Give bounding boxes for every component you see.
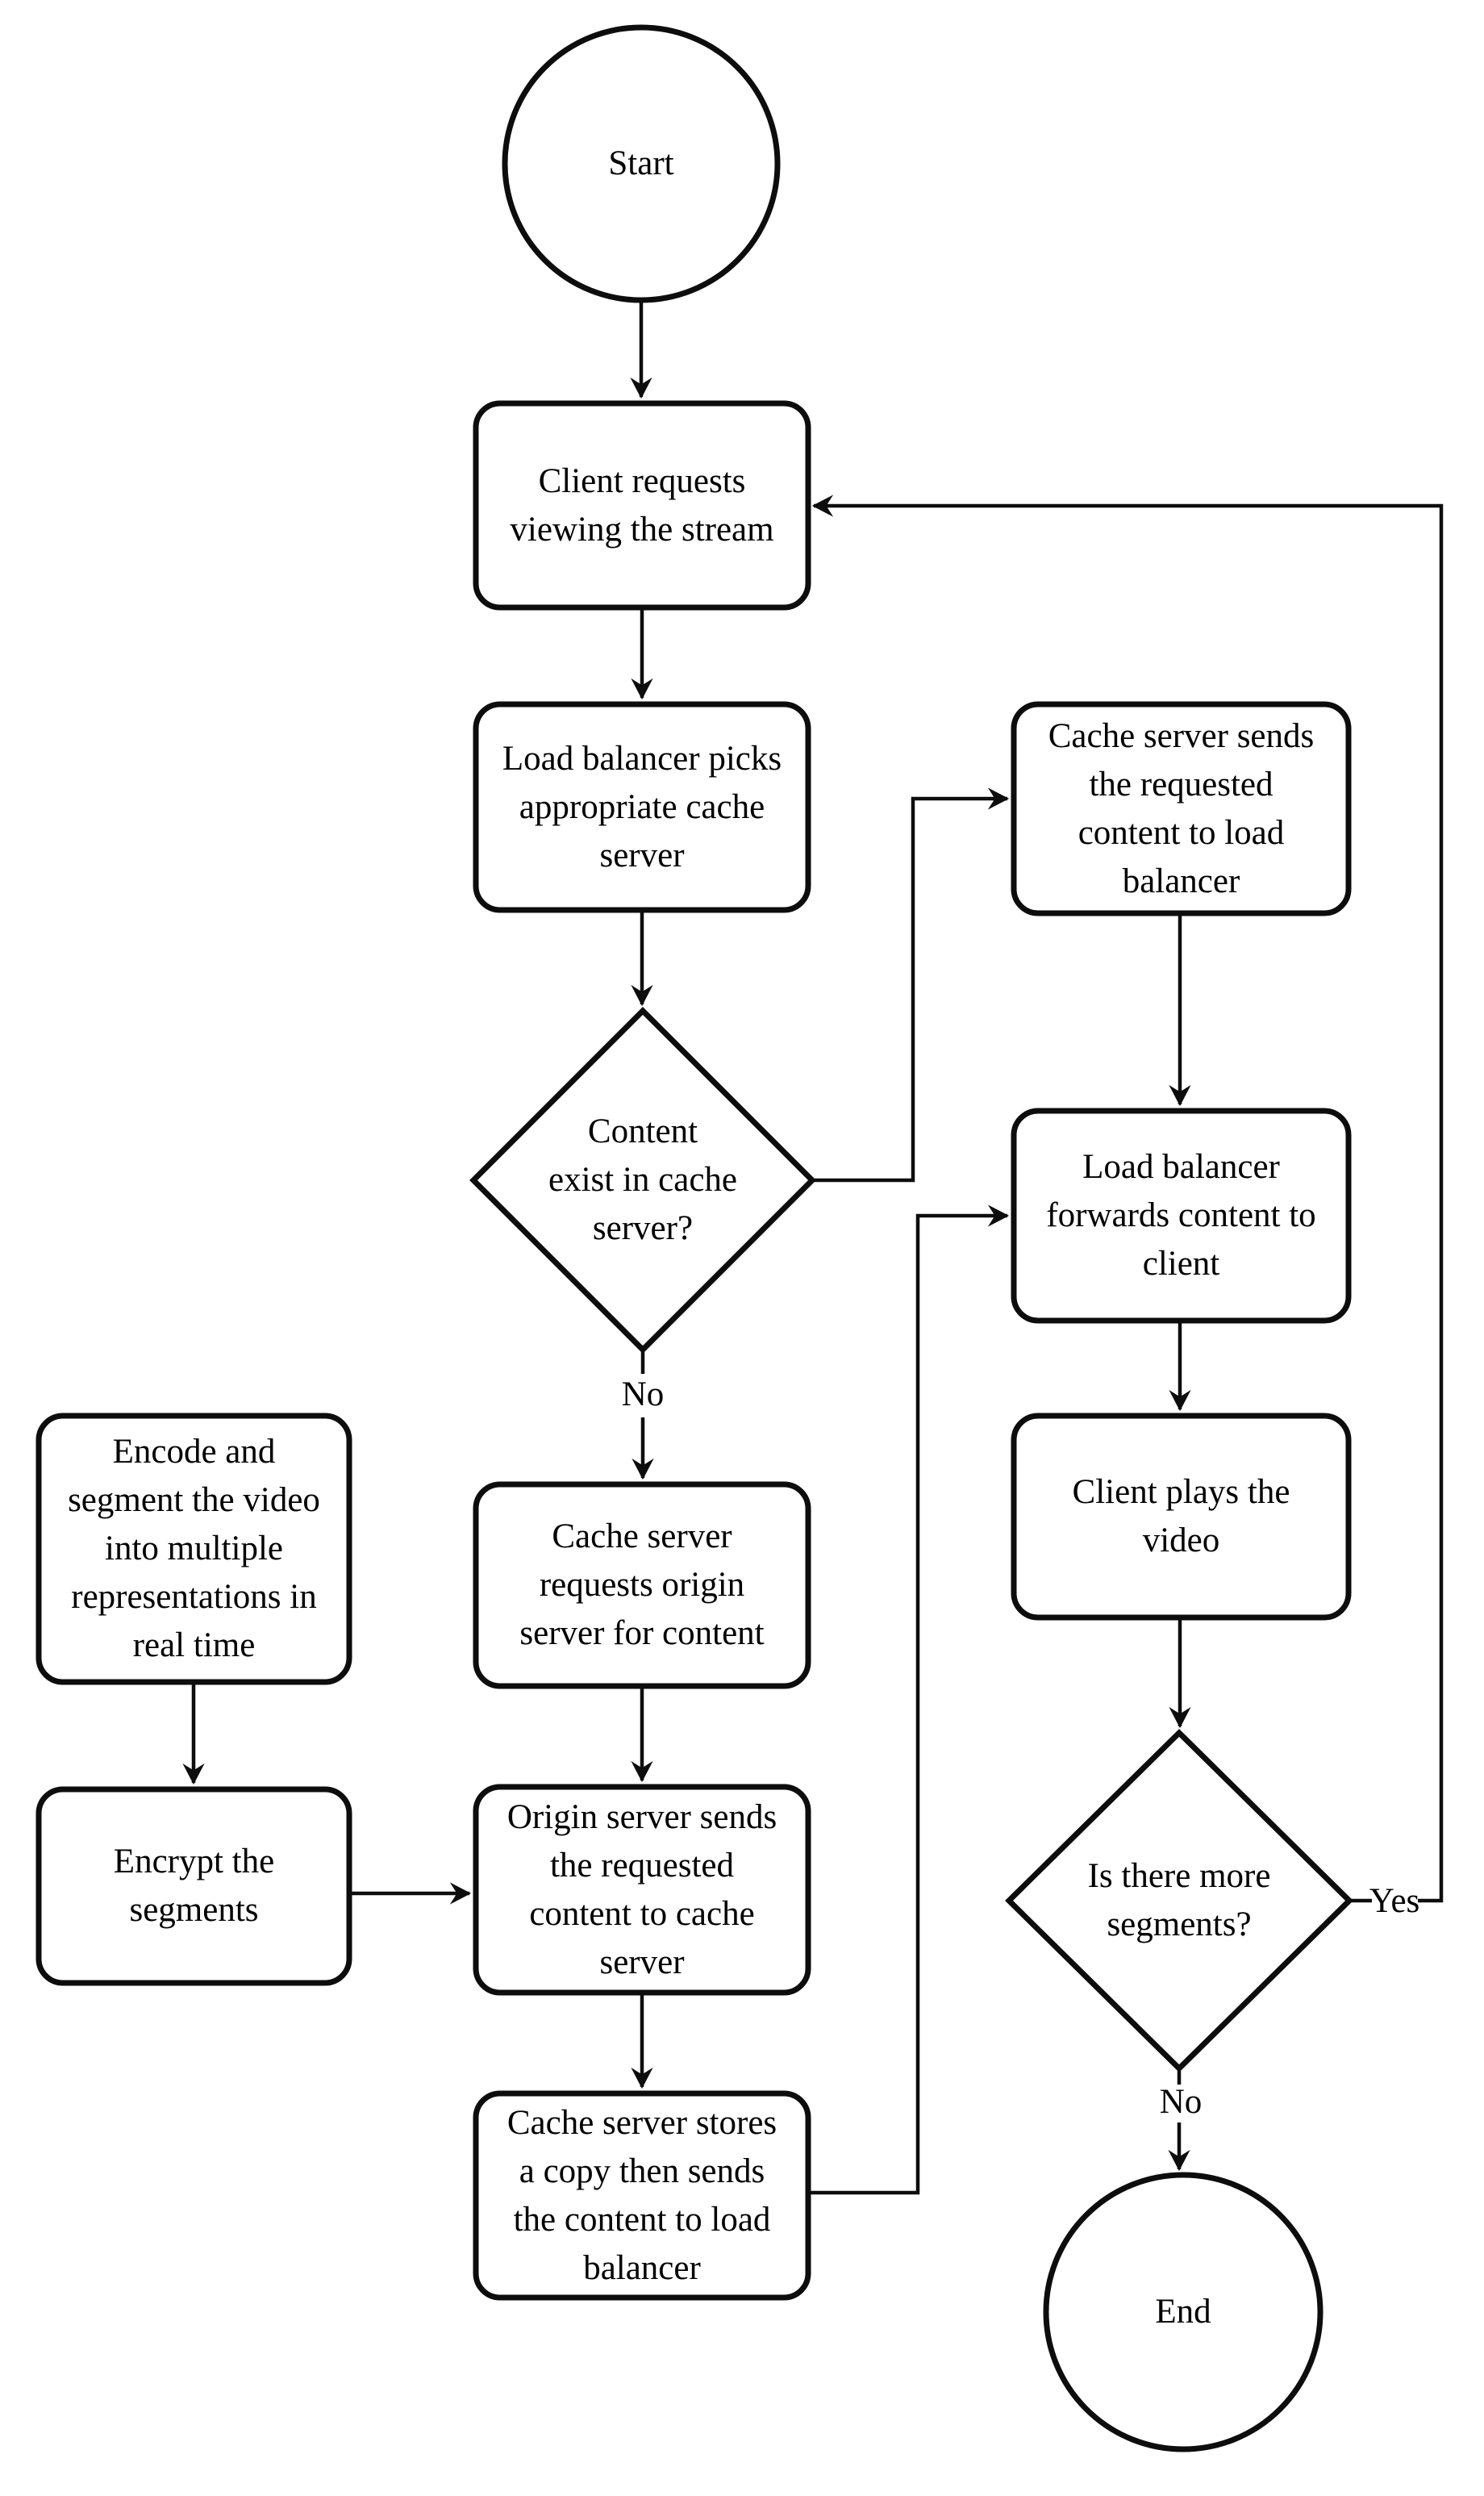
process-box-lb-forwards	[1011, 1108, 1352, 1324]
terminator-circle-end	[1043, 2172, 1324, 2452]
edge-cache-stores-to-lb-forwards	[808, 1204, 1010, 2195]
process-box-lb-picks	[473, 701, 811, 913]
process-box-encode-segment	[35, 1413, 352, 1685]
process-box-encrypt-segments	[35, 1786, 352, 1986]
edge-content-exists-yes-to-cache-sends	[812, 787, 1010, 1183]
edge-yes-loop-to-client-requests	[811, 495, 1444, 1903]
edges-group	[182, 300, 1444, 2195]
decision-diamond-more-segments	[1005, 1729, 1353, 2072]
process-box-client-plays	[1011, 1413, 1352, 1621]
process-box-client-requests	[473, 400, 811, 611]
process-box-cache-requests-origin	[473, 1481, 811, 1689]
process-box-cache-stores	[473, 2090, 811, 2301]
terminator-circle-start	[502, 24, 781, 303]
process-box-cache-sends	[1011, 701, 1352, 916]
nodes-group	[35, 24, 1353, 2452]
process-box-origin-sends	[473, 1784, 811, 1996]
decision-diamond-content-exists	[469, 1007, 816, 1354]
